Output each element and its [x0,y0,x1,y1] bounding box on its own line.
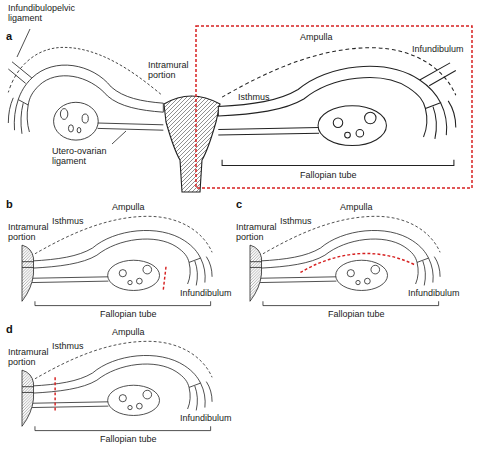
adnexa [32,341,212,415]
part-label: Ampulla [112,327,145,337]
part-label: Infundibulopelvic ligament [8,3,86,24]
part-label: Fallopian tube [100,309,157,319]
adnexa [32,216,212,290]
red-mark [300,253,415,272]
part-label: Infundibulum [412,44,464,54]
left-ligament-lines [8,62,32,84]
zoom-box [196,26,472,188]
part-label: Fallopian tube [300,170,357,180]
part-label: Ampulla [340,202,373,212]
part-label: Infundibulum [180,288,232,298]
left-adnexa [8,47,163,140]
panel-letter: a [6,30,12,43]
tube-bracket [263,301,439,305]
part-label: Intramural portion [148,60,196,81]
panel-letter: d [6,323,13,336]
leader-line [112,131,126,144]
uterine-cornu [250,245,262,301]
part-label: Intramural portion [8,222,54,243]
part-label: Isthmus [238,92,270,102]
red-mark [163,267,166,291]
tube-bracket [35,426,211,430]
part-label: Isthmus [52,341,84,351]
tube-bracket [222,160,454,166]
uterine-cornu [22,370,34,426]
part-label: Infundibulum [180,413,232,423]
part-label: Infundibulum [408,288,460,298]
uterus [164,96,220,192]
red-mark [54,377,55,412]
tube-bracket [35,301,211,305]
part-label: Ampulla [300,32,333,42]
part-label: Isthmus [280,216,312,226]
part-label: Utero-ovarian ligament [52,146,118,167]
part-label: Fallopian tube [328,309,385,319]
leader-line [17,29,30,57]
part-label: Fallopian tube [100,434,157,444]
part-label: Intramural portion [236,222,282,243]
right-ligament-lines [420,63,456,86]
panel-letter: c [236,198,242,211]
adnexa [260,216,440,290]
part-label: Ampulla [112,202,145,212]
panel-letter: b [6,198,13,211]
right-adnexa [218,48,456,146]
part-label: Isthmus [52,216,84,226]
part-label: Intramural portion [8,347,54,368]
uterine-cornu [22,245,34,301]
